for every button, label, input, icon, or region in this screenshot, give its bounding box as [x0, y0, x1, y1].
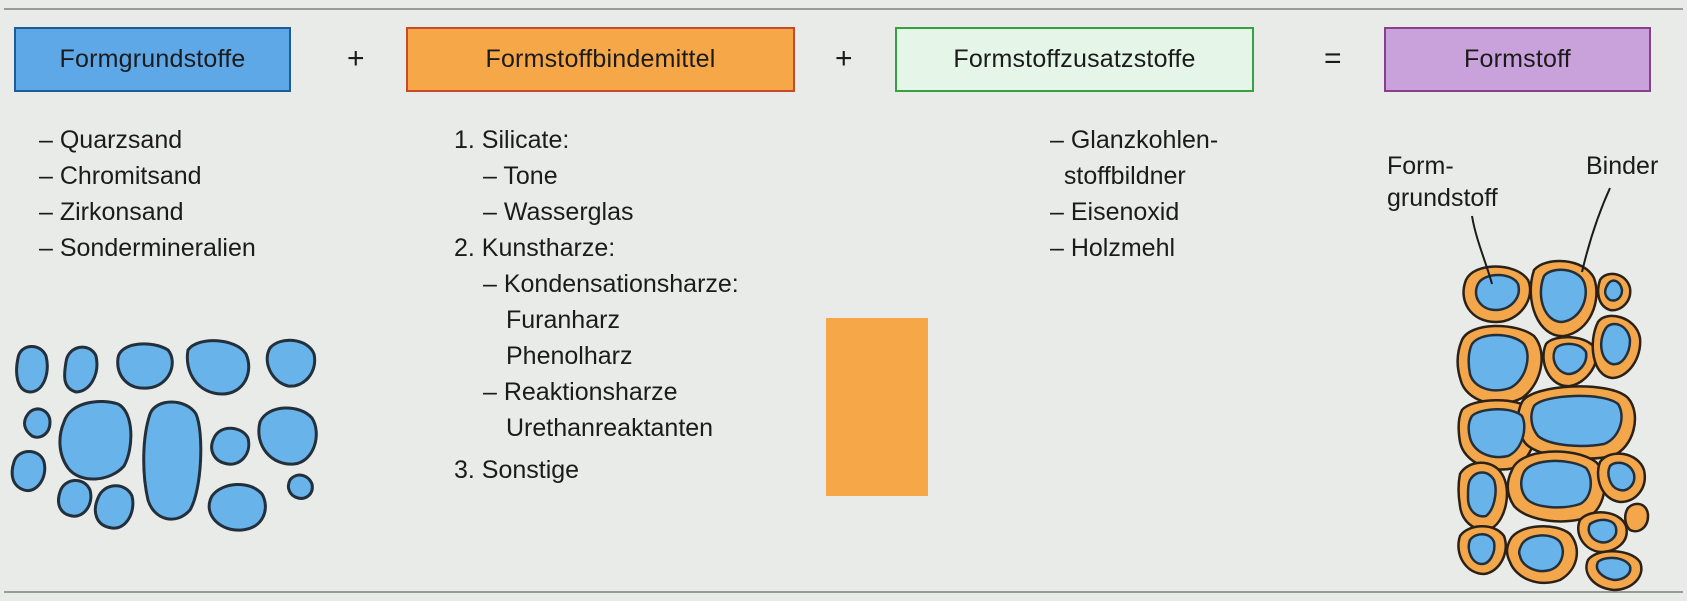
formstoffbindemittel-box: Formstoffbindemittel — [406, 27, 795, 92]
sand-grain — [63, 345, 99, 394]
equals-operator: = — [1324, 42, 1342, 75]
grain-core — [1474, 273, 1521, 312]
sand-grain — [265, 338, 317, 388]
grain-core — [1604, 279, 1624, 302]
grundstoff-item: – Chromitsand — [39, 162, 202, 190]
grundstoff-item: – Zirkonsand — [39, 198, 184, 226]
zusatzstoff-item: – Glanzkohlen- — [1050, 126, 1219, 154]
formstoffbindemittel-label: Formstoffbindemittel — [485, 45, 716, 73]
grain-core — [1595, 556, 1632, 582]
plus-operator-2: + — [835, 42, 853, 75]
sand-grain — [58, 400, 133, 481]
sand-grain — [257, 406, 318, 466]
zusatzstoffe-list: – Glanzkohlen- stoffbildner – Eisenoxid … — [1050, 122, 1218, 266]
sand-grain — [23, 407, 52, 439]
grundstoff-item: – Quarzsand — [39, 126, 183, 154]
formgrundstoff-label: Form- grundstoff — [1387, 150, 1498, 214]
bindemittel-item: – Reaktionsharze — [483, 378, 678, 406]
sand-grain — [116, 342, 174, 390]
grain-core — [1466, 471, 1497, 518]
bindemittel-subitem: Furanharz — [506, 306, 620, 334]
formgrundstoffe-box: Formgrundstoffe — [14, 27, 291, 92]
bindemittel-list: 1. Silicate: – Tone – Wasserglas 2. Kuns… — [454, 122, 739, 488]
grain-core — [1467, 408, 1526, 459]
zusatzstoff-item: – Eisenoxid — [1050, 198, 1180, 226]
bindemittel-item: – Kondensationsharze: — [483, 270, 739, 298]
sand-grain — [15, 345, 49, 394]
formstoff-box: Formstoff — [1384, 27, 1651, 92]
grundstoff-pointer-line — [1471, 215, 1493, 285]
bindemittel-heading: 3. Sonstige — [454, 456, 580, 484]
sand-grain — [286, 473, 314, 500]
formstoffzusatzstoffe-box: Formstoffzusatzstoffe — [895, 27, 1254, 92]
formgrundstoffe-label: Formgrundstoffe — [59, 45, 246, 73]
zusatzstoff-item: stoffbildner — [1050, 162, 1186, 190]
bindemittel-item: – Wasserglas — [483, 198, 634, 226]
binder-label: Binder — [1586, 152, 1659, 180]
sand-grain — [210, 426, 251, 466]
sand-grain — [57, 479, 93, 518]
bindemittel-subitem: Urethanreaktanten — [506, 414, 714, 442]
grain-core — [1607, 461, 1636, 492]
grain-core — [1599, 322, 1632, 366]
grain-core — [1467, 533, 1496, 566]
formstoffzusatzstoffe-label: Formstoffzusatzstoffe — [953, 45, 1196, 73]
grain-core — [1587, 518, 1618, 544]
grain-core — [1530, 394, 1623, 448]
grundstoffe-list: – Quarzsand – Chromitsand – Zirkonsand –… — [39, 122, 256, 266]
bindemittel-subitem: Phenolharz — [506, 342, 633, 370]
formstoff-label: Formstoff — [1464, 45, 1571, 73]
sand-grain — [10, 450, 47, 493]
formgrundstoff-label-line1: Form- — [1387, 152, 1454, 180]
sand-grain — [93, 484, 135, 530]
sand-grain — [185, 339, 251, 396]
grain-core — [1520, 459, 1593, 509]
formgrundstoff-label-line2: grundstoff — [1387, 184, 1498, 212]
bindemittel-heading: 2. Kunstharze: — [454, 234, 616, 262]
grain-core — [1539, 268, 1587, 324]
grain-core — [1552, 342, 1588, 376]
zusatzstoff-item: – Holzmehl — [1050, 234, 1176, 262]
sand-grain — [207, 483, 267, 532]
grain-core — [1517, 534, 1564, 573]
grundstoff-item: – Sondermineralien — [39, 234, 256, 262]
bindemittel-item: – Tone — [483, 162, 558, 190]
grain-core — [1467, 333, 1529, 392]
binder-swatch — [826, 318, 928, 496]
binder-pointer-line — [1581, 187, 1611, 273]
sand-grain — [142, 400, 203, 521]
bindemittel-heading: 1. Silicate: — [454, 126, 570, 154]
bound-grain — [1624, 502, 1650, 533]
diagram-frame — [4, 8, 1683, 593]
plus-operator-1: + — [347, 42, 365, 75]
